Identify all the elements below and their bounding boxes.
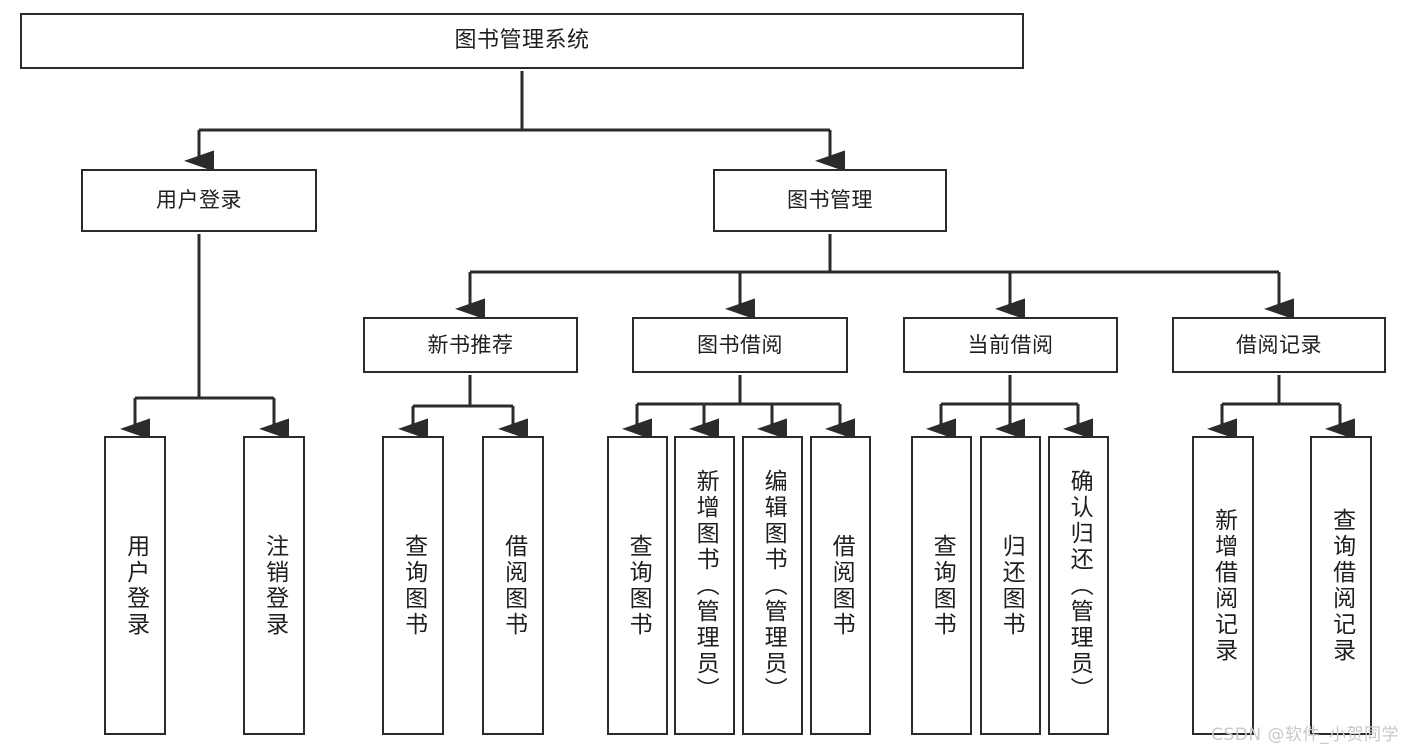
node-label: 新增借阅记录 bbox=[1210, 507, 1237, 664]
node-book-management[interactable]: 图书管理 bbox=[713, 169, 947, 232]
node-leaf-user-login[interactable]: 用户登录 bbox=[104, 436, 166, 735]
node-label: 图书管理 bbox=[787, 188, 873, 213]
node-leaf-add-book-admin[interactable]: 新增图书（管理员） bbox=[674, 436, 735, 735]
node-borrow-record[interactable]: 借阅记录 bbox=[1172, 317, 1386, 373]
node-leaf-query-book-current[interactable]: 查询图书 bbox=[911, 436, 972, 735]
node-leaf-edit-book-admin[interactable]: 编辑图书（管理员） bbox=[742, 436, 803, 735]
node-label: 新增图书（管理员） bbox=[692, 468, 719, 703]
node-label: 查询图书 bbox=[929, 533, 956, 638]
node-leaf-query-book-borrow[interactable]: 查询图书 bbox=[607, 436, 668, 735]
node-label: 借阅图书 bbox=[500, 533, 527, 638]
node-label: 借阅图书 bbox=[828, 533, 855, 638]
node-label: 注销登录 bbox=[261, 533, 288, 638]
node-root-book-management-system[interactable]: 图书管理系统 bbox=[20, 13, 1024, 69]
node-label: 确认归还（管理员） bbox=[1066, 468, 1093, 703]
node-label: 查询借阅记录 bbox=[1328, 507, 1355, 664]
node-label: 用户登录 bbox=[122, 533, 149, 638]
node-label: 查询图书 bbox=[400, 533, 427, 638]
node-leaf-borrow-book[interactable]: 借阅图书 bbox=[810, 436, 871, 735]
node-label: 归还图书 bbox=[998, 533, 1025, 638]
node-leaf-query-borrow-record[interactable]: 查询借阅记录 bbox=[1310, 436, 1372, 735]
node-book-borrow[interactable]: 图书借阅 bbox=[632, 317, 848, 373]
node-leaf-confirm-return-admin[interactable]: 确认归还（管理员） bbox=[1048, 436, 1109, 735]
node-leaf-return-book[interactable]: 归还图书 bbox=[980, 436, 1041, 735]
node-label: 编辑图书（管理员） bbox=[760, 468, 787, 703]
node-label: 图书借阅 bbox=[697, 332, 783, 357]
node-current-borrow[interactable]: 当前借阅 bbox=[903, 317, 1118, 373]
node-label: 图书管理系统 bbox=[454, 28, 590, 54]
node-label: 用户登录 bbox=[156, 188, 242, 213]
node-leaf-borrow-book-recommend[interactable]: 借阅图书 bbox=[482, 436, 544, 735]
node-label: 借阅记录 bbox=[1236, 332, 1322, 357]
node-label: 查询图书 bbox=[625, 533, 652, 638]
node-user-login[interactable]: 用户登录 bbox=[81, 169, 317, 232]
csdn-watermark: CSDN @软件_小贺同学 bbox=[1211, 725, 1399, 745]
node-new-book-recommend[interactable]: 新书推荐 bbox=[363, 317, 578, 373]
node-label: 新书推荐 bbox=[427, 332, 514, 357]
node-label: 当前借阅 bbox=[967, 332, 1054, 357]
node-leaf-query-book-recommend[interactable]: 查询图书 bbox=[382, 436, 444, 735]
node-leaf-add-borrow-record[interactable]: 新增借阅记录 bbox=[1192, 436, 1254, 735]
node-leaf-user-logout[interactable]: 注销登录 bbox=[243, 436, 305, 735]
